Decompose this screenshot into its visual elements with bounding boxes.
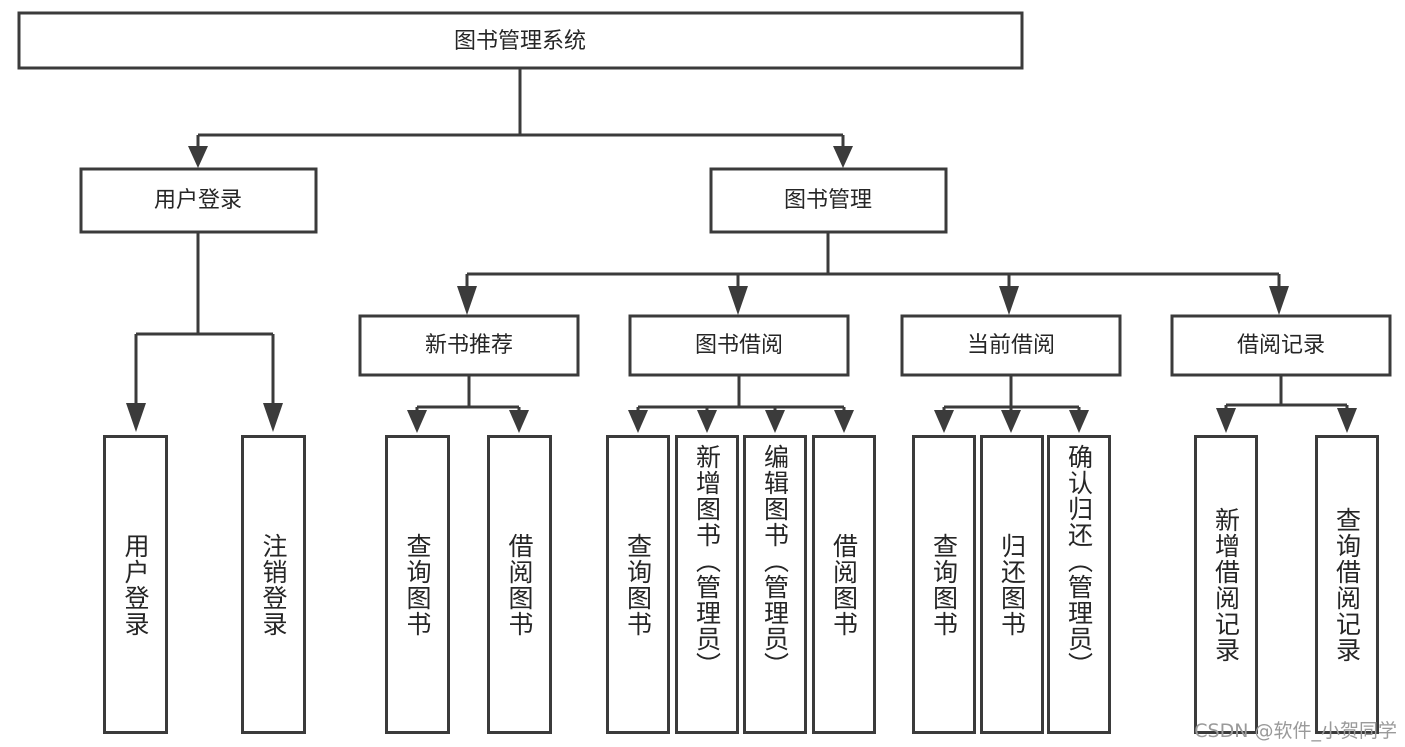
arrowhead-records-leaf-2 [1337, 408, 1357, 433]
node-new-book-recommend-label: 新书推荐 [425, 333, 513, 358]
node-book-borrow [628, 314, 850, 377]
arrowhead-newbook-leaf-2 [509, 410, 529, 433]
leaf-borrow-query-book: 查询图书 [606, 435, 670, 734]
arrowhead-currentborrow-leaf-3 [1069, 410, 1089, 433]
arrowhead-current-borrow [999, 286, 1019, 315]
leaf-logout: 注销登录 [241, 435, 306, 734]
node-root [17, 11, 1024, 70]
leaf-borrow-add-book-label: 新增图书（管理员） [692, 444, 722, 678]
leaf-records-query-record-label: 查询借阅记录 [1332, 506, 1362, 663]
arrowhead-bookborrow-leaf-1 [628, 410, 648, 433]
arrowhead-newbook-leaf-1 [407, 410, 427, 433]
leaf-user-login: 用户登录 [103, 435, 168, 734]
leaf-records-add-record: 新增借阅记录 [1194, 435, 1258, 734]
leaf-records-add-record-label: 新增借阅记录 [1211, 506, 1241, 663]
node-current-borrow-label: 当前借阅 [967, 333, 1055, 358]
leaf-newbook-query-book: 查询图书 [385, 435, 450, 734]
leaf-newbook-query-book-label: 查询图书 [403, 532, 432, 637]
node-book-management-label: 图书管理 [784, 188, 872, 213]
leaf-borrow-borrow-book: 借阅图书 [812, 435, 876, 734]
leaf-newbook-borrow-book-label: 借阅图书 [505, 532, 534, 637]
node-root-label: 图书管理系统 [454, 29, 586, 54]
arrowhead-bookborrow-leaf-2 [697, 410, 717, 433]
node-current-borrow [900, 314, 1122, 377]
arrowhead-book-mgmt [833, 146, 853, 168]
arrowhead-new-book-rec [457, 286, 477, 315]
leaf-current-confirm-return: 确认归还（管理员） [1047, 435, 1111, 734]
arrowhead-borrow-records [1269, 286, 1289, 315]
leaf-borrow-query-book-label: 查询图书 [623, 532, 653, 637]
leaf-current-query-book: 查询图书 [912, 435, 976, 734]
leaf-current-query-book-label: 查询图书 [929, 532, 959, 637]
arrowhead-user-login [188, 146, 208, 168]
arrowhead-bookborrow-leaf-4 [834, 410, 854, 433]
leaf-borrow-borrow-book-label: 借阅图书 [829, 532, 859, 637]
leaf-logout-label: 注销登录 [259, 532, 288, 637]
arrowhead-leaf-user-login [126, 403, 146, 432]
leaf-current-return-book-label: 归还图书 [997, 532, 1027, 637]
arrowhead-records-leaf-1 [1216, 408, 1236, 433]
leaf-borrow-add-book: 新增图书（管理员） [675, 435, 739, 734]
node-user-login-label: 用户登录 [154, 188, 242, 213]
arrowhead-currentborrow-leaf-2 [1001, 410, 1021, 433]
arrowhead-leaf-logout [263, 403, 283, 432]
leaf-current-confirm-return-label: 确认归还（管理员） [1064, 444, 1094, 678]
node-book-borrow-label: 图书借阅 [695, 333, 783, 358]
leaf-user-login-label: 用户登录 [121, 532, 150, 637]
csdn-watermark: CSDN @软件_小贺同学 [1194, 720, 1397, 742]
node-new-book-recommend [358, 314, 580, 377]
node-borrow-records-label: 借阅记录 [1237, 333, 1325, 358]
leaf-borrow-edit-book-label: 编辑图书（管理员） [760, 444, 790, 678]
arrowhead-bookborrow-leaf-3 [765, 410, 785, 433]
leaf-current-return-book: 归还图书 [980, 435, 1044, 734]
arrowhead-book-borrow [728, 286, 748, 315]
leaf-borrow-edit-book: 编辑图书（管理员） [743, 435, 807, 734]
leaf-records-query-record: 查询借阅记录 [1315, 435, 1379, 734]
leaf-newbook-borrow-book: 借阅图书 [487, 435, 552, 734]
arrowhead-currentborrow-leaf-1 [934, 410, 954, 433]
